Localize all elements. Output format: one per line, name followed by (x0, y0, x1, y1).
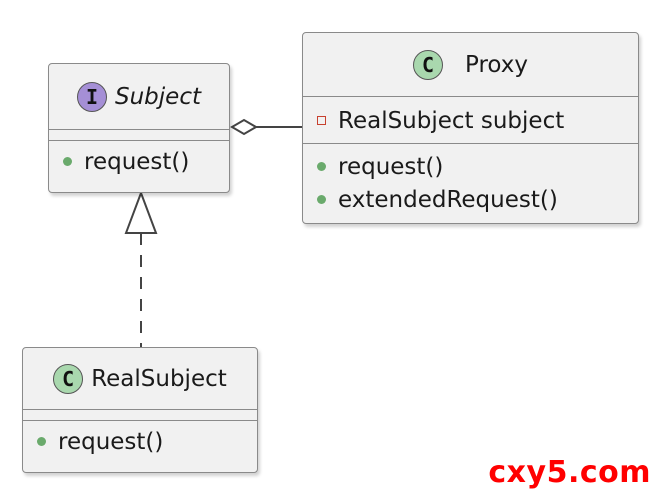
subject-name: Subject (115, 83, 201, 110)
public-visibility-icon (317, 162, 326, 171)
method-item: request() (63, 145, 219, 178)
realsubject-class-box: C RealSubject request() (22, 347, 258, 473)
interface-icon: I (77, 81, 107, 112)
method-item: request() (317, 150, 628, 183)
aggregation-diamond (230, 118, 258, 136)
private-visibility-icon (317, 116, 326, 125)
public-visibility-icon (63, 157, 72, 166)
subject-header: I Subject (49, 64, 229, 130)
proxy-header: C Proxy (303, 33, 638, 97)
field-label: RealSubject subject (338, 107, 565, 134)
method-item: extendedRequest() (317, 183, 628, 216)
method-label: request() (84, 148, 190, 175)
realsubject-fields-compartment (23, 410, 257, 421)
proxy-class-box: C Proxy RealSubject subject request() ex… (302, 32, 639, 224)
proxy-fields: RealSubject subject (303, 97, 638, 144)
class-icon: C (53, 363, 84, 394)
public-visibility-icon (317, 195, 326, 204)
public-visibility-icon (37, 437, 46, 446)
class-icon: C (412, 49, 443, 80)
method-label: request() (58, 428, 164, 455)
realsubject-header: C RealSubject (23, 348, 257, 410)
method-item: request() (37, 425, 247, 458)
realsubject-name: RealSubject (91, 365, 227, 392)
proxy-name: Proxy (464, 51, 528, 78)
proxy-methods: request() extendedRequest() (303, 144, 638, 220)
realization-arrowhead (124, 190, 158, 234)
realsubject-methods: request() (23, 421, 257, 462)
method-label: request() (338, 153, 444, 180)
watermark-text: cxy5.com (488, 455, 651, 490)
subject-interface-box: I Subject request() (48, 63, 230, 193)
subject-fields-compartment (49, 130, 229, 141)
method-label: extendedRequest() (338, 186, 558, 213)
subject-methods: request() (49, 141, 229, 182)
field-item: RealSubject subject (317, 104, 628, 137)
